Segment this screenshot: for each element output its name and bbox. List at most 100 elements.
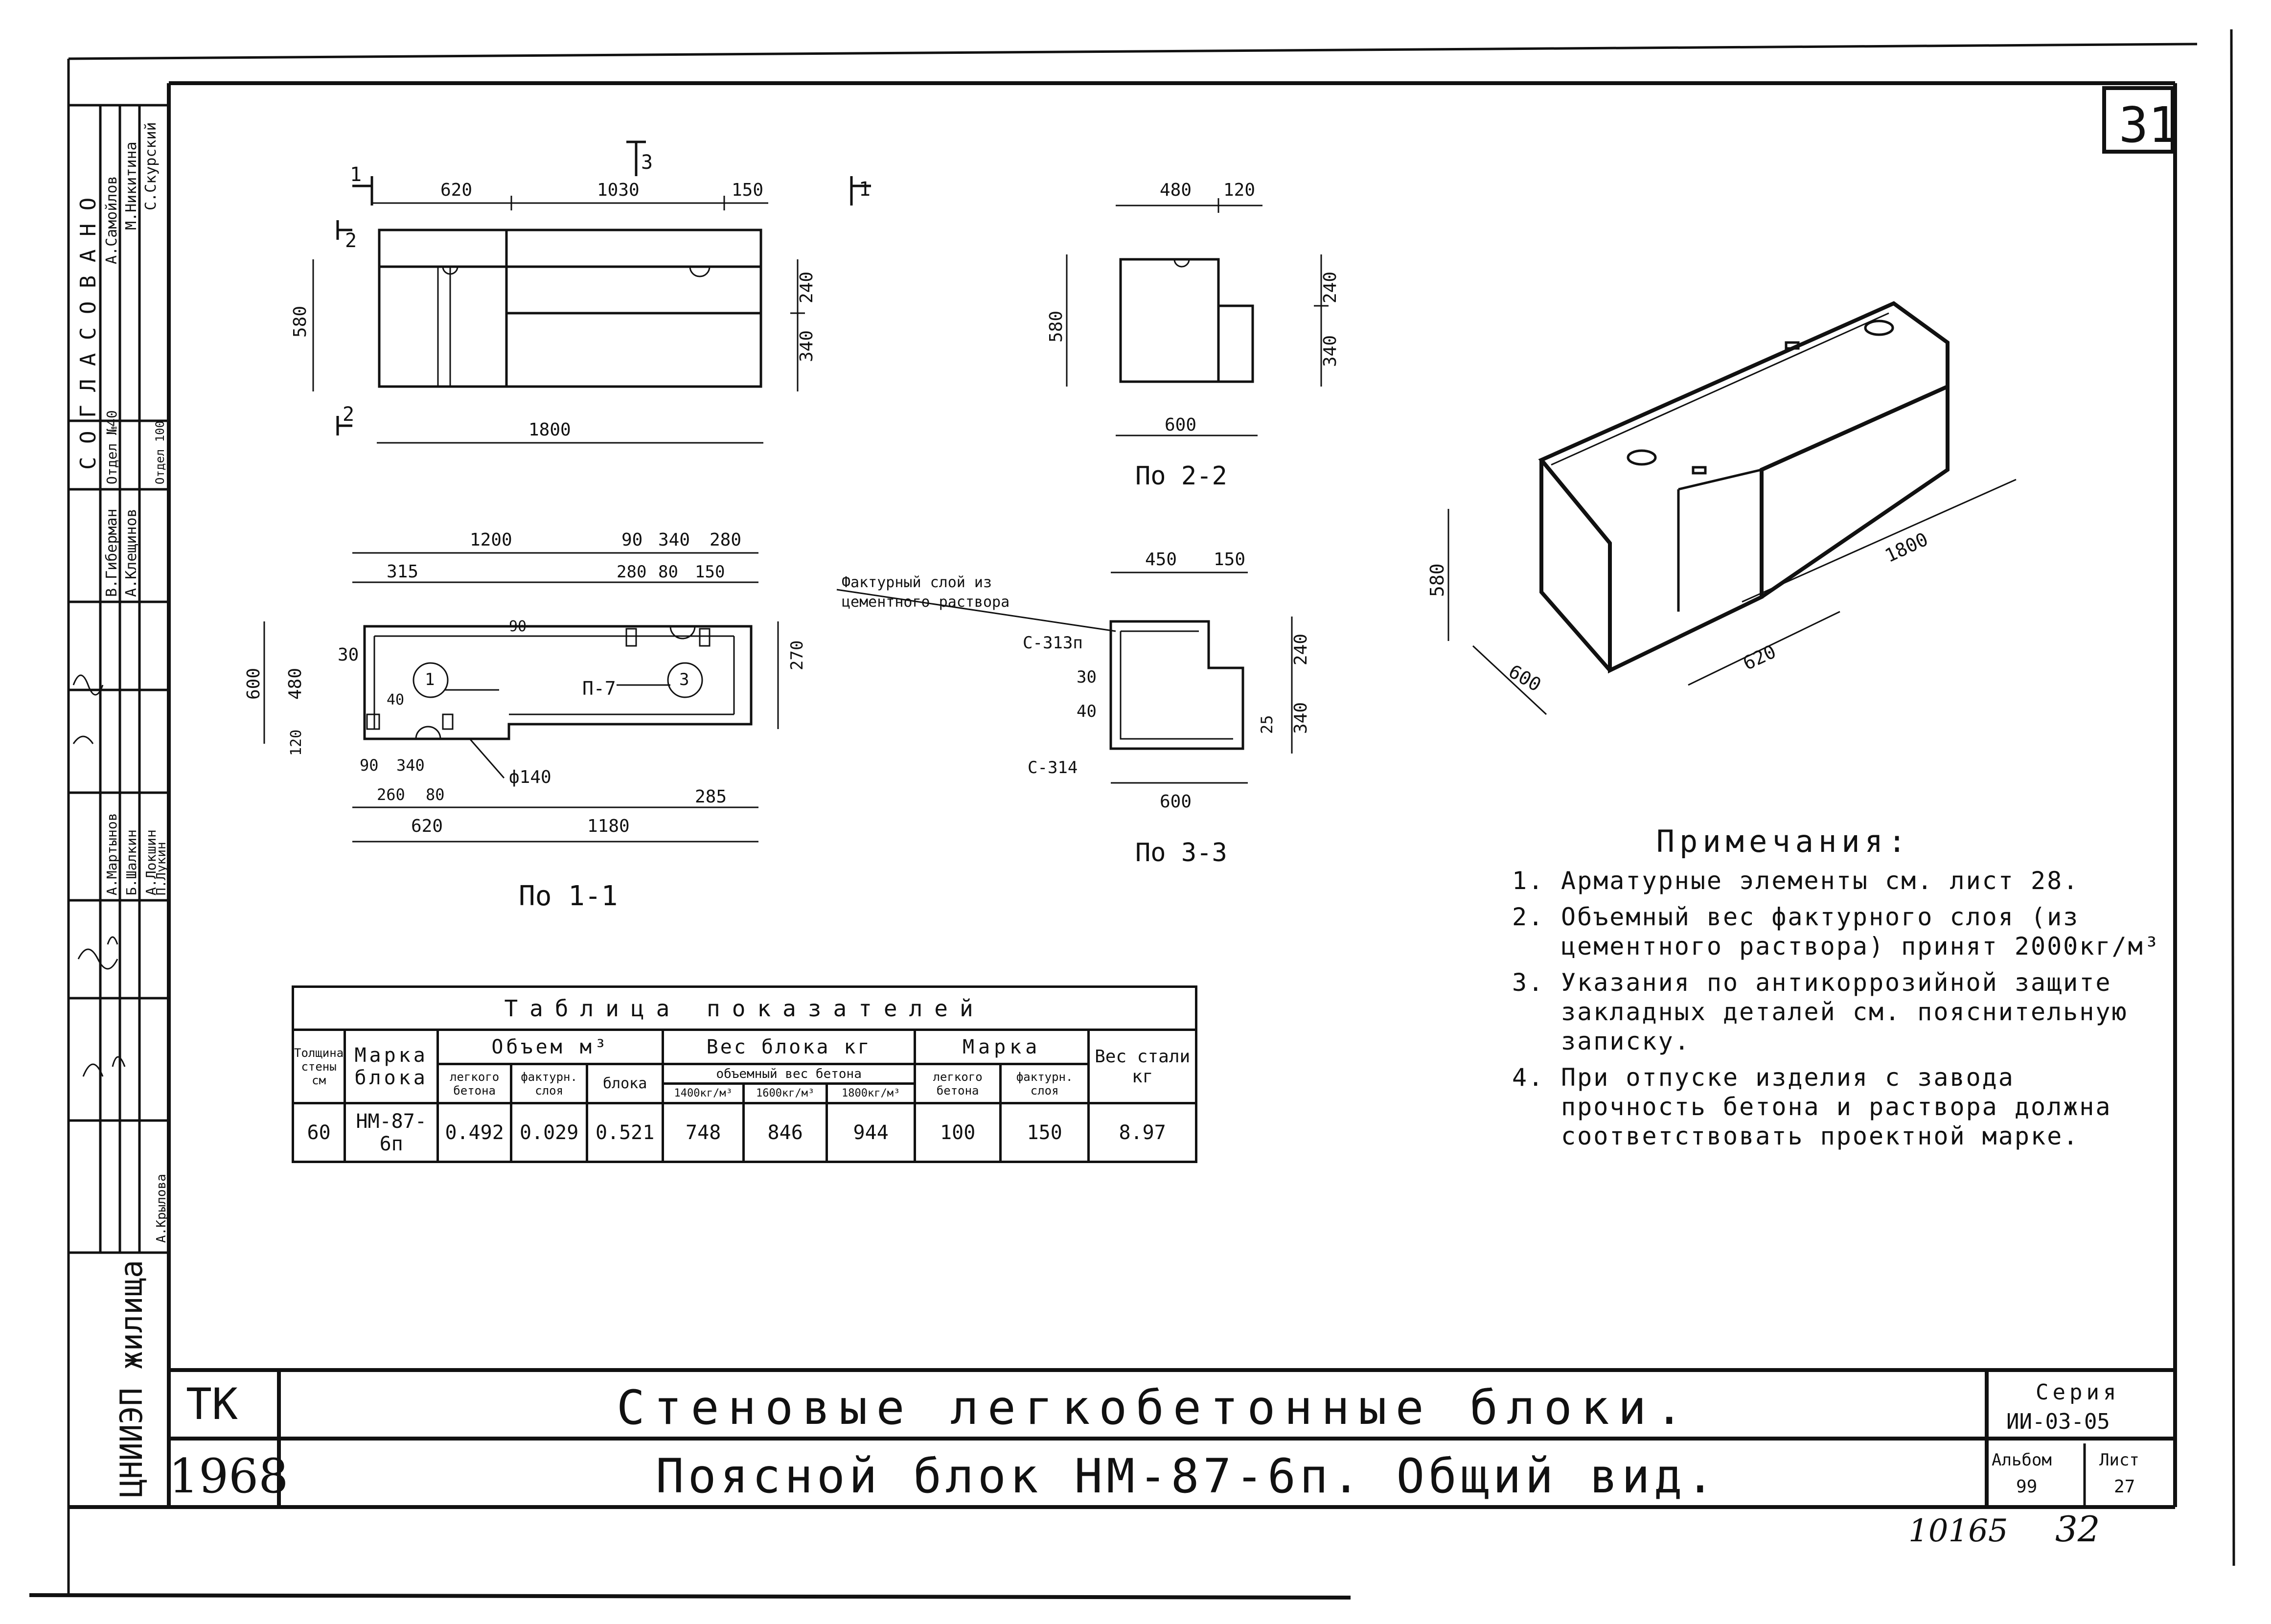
th-weight: Вес блока кг [662,1029,917,1065]
th-vol-block: блока [586,1063,665,1104]
notes: Примечания: 1. Арматурные элементы см. л… [1512,826,2163,1158]
dim-240: 240 [797,272,817,303]
note-number: 2. [1512,903,1545,931]
s33-dim-600: 600 [1160,792,1192,812]
th-w1: 1400кг/м³ [662,1082,745,1104]
s33-dim-150: 150 [1214,549,1245,570]
stamp-number: 10165 [1908,1513,2008,1549]
sheet-value: 27 [2114,1477,2135,1497]
plan-dim-480: 480 [285,668,305,700]
year: 1968 [169,1449,288,1504]
view-22-label: По 2-2 [1135,461,1227,491]
cell-g-fact: 150 [999,1102,1090,1163]
cell-steel: 8.97 [1087,1102,1198,1163]
plan-1-1: 1 3 П-7 ф140 1200 90 340 280 315 280 80 … [244,530,807,912]
person-krylova: А.Крылова [154,1174,169,1243]
cut-1-right: 1 [859,178,871,201]
title-line-2: Поясной блок НМ-87-6п. Общий вид. [656,1449,1718,1504]
plan-dim-40: 40 [387,691,404,709]
note-text: Указания по антикоррозийной защите закла… [1561,968,2128,1055]
plan-mark-3: 3 [679,670,689,689]
album-value: 99 [2016,1477,2037,1497]
th-thickness: Толщина стены см [291,1029,346,1104]
view-11-label: По 1-1 [519,880,618,912]
org-code: ТК [186,1379,238,1429]
plan-dim-90: 90 [621,530,642,550]
cut-3-top: 3 [641,151,653,174]
stamp-name-1: А.Самойлов [103,176,120,264]
plan-p7: П-7 [582,678,616,699]
section-2-2: 480 120 580 240 340 600 По 2-2 [1046,180,1340,491]
dim-620: 620 [440,180,472,200]
person-shalkin: Б.Шалкин [123,829,139,895]
cell-w2: 846 [742,1102,828,1163]
cell-g-light: 100 [914,1102,1002,1163]
institute-name: ЦНИИЭП жилища [114,1260,149,1497]
dim22-580: 580 [1046,311,1066,343]
notes-heading: Примечания: [1656,823,1911,859]
plan-phi140: ф140 [509,767,551,787]
plan-dim-280b: 280 [617,562,646,582]
plan-dim-30: 30 [338,645,359,665]
dim22-600: 600 [1165,415,1196,435]
stamp-role-dept40: Отдел №40 [104,410,120,484]
iso-dim-580: 580 [1426,563,1448,597]
plan-mark-1: 1 [425,670,435,689]
dim22-480: 480 [1160,180,1192,200]
iso-dim-1800: 1800 [1881,528,1931,567]
indicators-table: Таблица показателей Толщина стены см Мар… [291,985,1198,1163]
person-lokshin: А.Локшин [143,829,159,895]
s33-dim-40: 40 [1077,702,1097,721]
plan-dim-340b: 340 [396,756,425,775]
dim22-340: 340 [1320,335,1340,367]
view-33-label: По 3-3 [1135,838,1227,868]
note-number: 4. [1512,1063,1545,1092]
plan-dim-340: 340 [658,530,690,550]
cut-1-left: 1 [350,163,362,186]
table-title: Таблица показателей [291,985,1198,1031]
th-weight-sub: объемный вес бетона [662,1063,917,1085]
plan-dim-90b: 90 [509,618,527,635]
s33-dim-340: 340 [1291,702,1311,734]
cell-v-light: 0.492 [436,1102,513,1163]
th-steel: Вес стали кг [1087,1029,1198,1104]
dim22-120: 120 [1223,180,1255,200]
note-item: 1. Арматурные элементы см. лист 28. [1512,866,2163,895]
cell-w3: 944 [826,1102,917,1163]
th-grade: Марка [914,1029,1090,1065]
s33-dim-450: 450 [1145,549,1177,570]
cut-2-bottom: 2 [343,403,354,426]
title-block: ТК 1968 Стеновые легкобетонные блоки. По… [169,1368,2175,1550]
facing-note-1: Фактурный слой из [842,574,992,591]
side-stamp: С О Г Л А С О В А Н О А.Самойлов М.Никит… [69,104,169,1497]
note-item: 2. Объемный вес фактурного слоя (из цеме… [1512,902,2163,961]
plan-dim-80: 80 [658,562,678,582]
th-volume: Объем м³ [436,1029,665,1065]
note-text: При отпуске изделия с завода прочность б… [1561,1063,2112,1150]
stamp-number-2: 32 [2055,1509,2100,1550]
dim-580: 580 [290,306,310,338]
stamp-name-3: С.Скурский [142,122,160,210]
s33-c314: С-314 [1028,758,1078,778]
s33-dim-30: 30 [1077,667,1097,687]
iso-dim-620: 620 [1740,640,1779,674]
cell-v-fact: 0.029 [510,1102,589,1163]
front-elevation: 620 1030 150 580 240 340 1800 1 1 2 2 3 [290,140,871,444]
stamp-role-dept100: Отдел 100 [153,421,167,484]
person-lukin: П.Лукин [154,842,169,895]
plan-dim-1200: 1200 [470,530,512,550]
plan-dim-90c: 90 [360,756,379,775]
sheet-label: Лист [2099,1450,2139,1470]
cell-v-block: 0.521 [586,1102,665,1163]
cell-mark: НМ-87-6п [344,1102,439,1163]
note-item: 3. Указания по антикоррозийной защите за… [1512,968,2163,1056]
series-value: ИИ-03-05 [2006,1409,2110,1434]
plan-dim-600: 600 [244,668,264,700]
cell-thickness: 60 [291,1102,346,1163]
note-number: 3. [1512,968,1545,997]
plan-dim-1180: 1180 [587,816,630,836]
s33-dim-25: 25 [1258,715,1276,734]
plan-dim-150: 150 [695,562,725,582]
plan-dim-260: 260 [377,785,405,804]
